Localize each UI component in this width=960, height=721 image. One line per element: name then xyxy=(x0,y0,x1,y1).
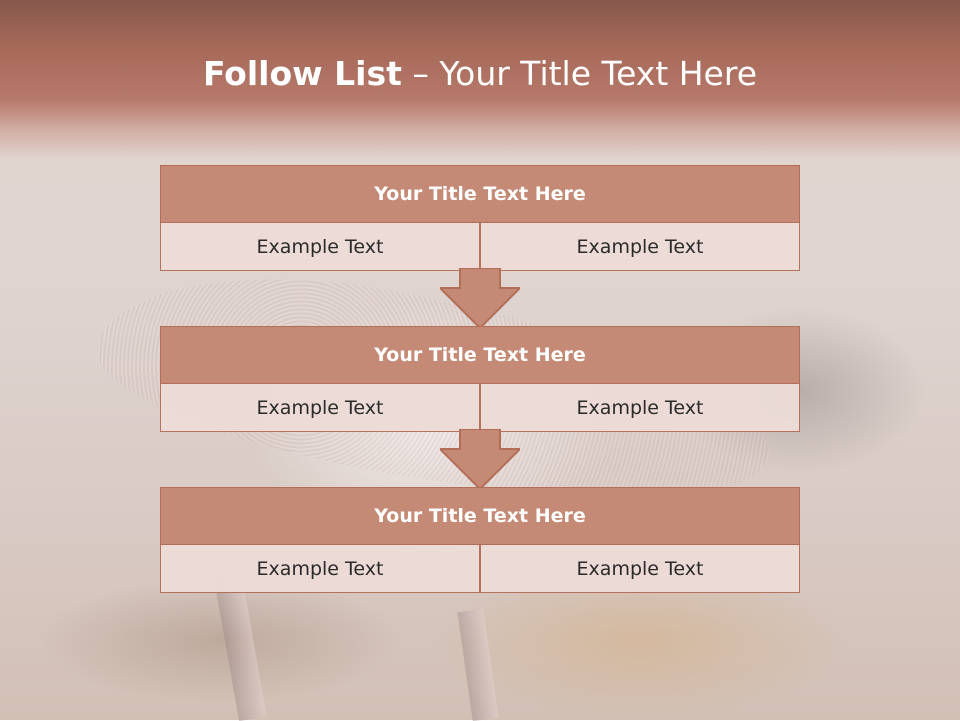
row-title[interactable]: Your Title Text Here xyxy=(160,165,800,223)
list-item-3: Your Title Text Here Example Text Exampl… xyxy=(160,487,800,593)
down-arrow-icon xyxy=(440,429,520,489)
row-title[interactable]: Your Title Text Here xyxy=(160,487,800,545)
title-band xyxy=(0,0,960,160)
slide-title-rest: – Your Title Text Here xyxy=(412,54,758,93)
row-cell-left[interactable]: Example Text xyxy=(160,383,480,432)
row-cell-right[interactable]: Example Text xyxy=(480,383,800,432)
down-arrow-icon xyxy=(440,268,520,328)
slide-title-bold: Follow List xyxy=(202,54,402,93)
row-cell-left[interactable]: Example Text xyxy=(160,222,480,271)
list-item-1: Your Title Text Here Example Text Exampl… xyxy=(160,165,800,271)
slide-title: Follow List – Your Title Text Here xyxy=(0,54,960,93)
row-cell-right[interactable]: Example Text xyxy=(480,544,800,593)
row-cell-left[interactable]: Example Text xyxy=(160,544,480,593)
list-item-2: Your Title Text Here Example Text Exampl… xyxy=(160,326,800,432)
row-cell-right[interactable]: Example Text xyxy=(480,222,800,271)
row-title[interactable]: Your Title Text Here xyxy=(160,326,800,384)
